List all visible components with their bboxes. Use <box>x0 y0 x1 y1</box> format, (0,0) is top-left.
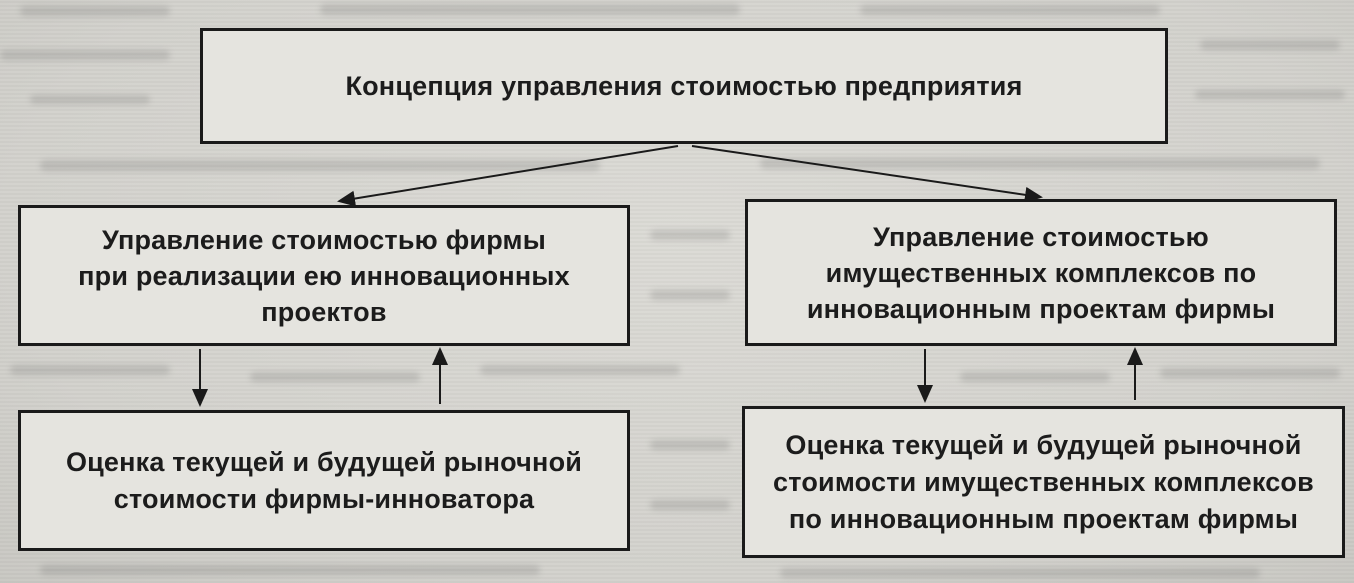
arrow-root-to-right <box>691 145 1043 203</box>
bleedthrough-smudge <box>20 6 170 16</box>
bleedthrough-smudge <box>650 440 730 450</box>
left-assessment-box: Оценка текущей и будущей рыночной стоимо… <box>18 410 630 551</box>
left-management-label: Управление стоимостью фирмы при реализац… <box>78 224 570 327</box>
left-assessment-label: Оценка текущей и будущей рыночной стоимо… <box>65 446 583 514</box>
right-management-box: Управление стоимостью имущественных комп… <box>745 199 1337 346</box>
root-concept-box: Концепция управления стоимостью предприя… <box>200 28 1168 144</box>
bleedthrough-smudge <box>860 5 1160 15</box>
bleedthrough-smudge <box>10 365 170 375</box>
bleedthrough-smudge <box>650 290 730 300</box>
left-management-box: Управление стоимостью фирмы при реализац… <box>18 205 630 346</box>
bleedthrough-smudge <box>1195 90 1345 99</box>
right-management-label: Управление стоимостью имущественных комп… <box>806 221 1276 324</box>
bleedthrough-smudge <box>960 372 1110 382</box>
bleedthrough-smudge <box>760 158 1320 169</box>
bleedthrough-smudge <box>40 160 600 171</box>
bleedthrough-smudge <box>780 568 1260 578</box>
bleedthrough-smudge <box>480 365 680 375</box>
bleedthrough-smudge <box>650 500 730 510</box>
arrow-root-to-left <box>337 145 679 207</box>
bleedthrough-smudge <box>320 4 740 15</box>
right-assessment-box: Оценка текущей и будущей рыночной стоимо… <box>742 406 1345 558</box>
bleedthrough-smudge <box>250 372 420 382</box>
bleedthrough-smudge <box>650 230 730 240</box>
bleedthrough-smudge <box>0 50 170 60</box>
bleedthrough-smudge <box>1200 40 1340 50</box>
right-assessment-label: Оценка текущей и будущей рыночной стоимо… <box>773 429 1314 534</box>
bleedthrough-smudge <box>40 565 540 575</box>
bleedthrough-smudge <box>30 95 150 104</box>
root-concept-label: Концепция управления стоимостью предприя… <box>345 70 1023 101</box>
bleedthrough-smudge <box>1160 368 1340 378</box>
